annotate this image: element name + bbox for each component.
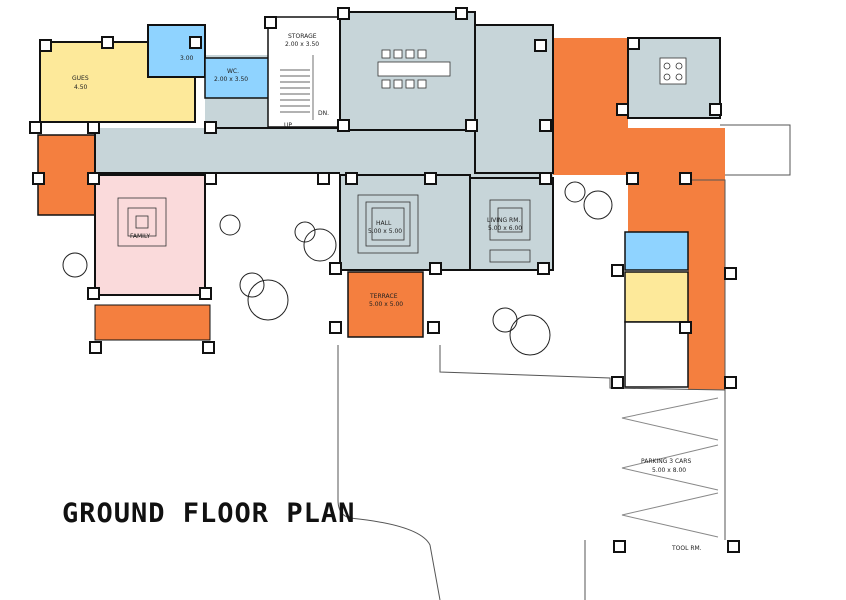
family-deck	[94, 304, 211, 341]
living-name: LIVING RM.	[487, 217, 520, 224]
parking-size: 5.00 x 8.00	[652, 467, 686, 474]
storage-size: 2.00 x 3.50	[285, 41, 319, 48]
guest-room-name: GUES	[72, 75, 89, 82]
wc-room	[204, 57, 274, 99]
bath-size: 3.00	[180, 55, 194, 62]
stairs-up: UP	[284, 122, 292, 129]
site-lines	[337, 124, 791, 600]
wc-size: 2.00 x 3.50	[214, 76, 248, 83]
hall-size: 5.00 x 5.00	[368, 228, 402, 235]
bath-room	[147, 24, 206, 78]
east-orange-corridor	[553, 128, 725, 175]
parking-triangles	[621, 397, 719, 538]
living-furniture	[489, 199, 531, 263]
family-rug	[117, 197, 167, 247]
wc-name: WC.	[227, 68, 239, 75]
columns	[29, 7, 740, 553]
guest-room-size: 4.50	[74, 84, 88, 91]
tool-room-name: TOOL RM.	[671, 545, 702, 552]
trees	[62, 181, 613, 356]
storage-room	[267, 16, 341, 128]
parking-name: PARKING 3 CARS	[641, 458, 691, 465]
family-room	[94, 174, 206, 296]
terrace-name: TERRACE	[369, 293, 398, 300]
maid-bath	[624, 231, 689, 271]
walls	[94, 11, 721, 271]
family-room-name: FAMILY	[130, 233, 150, 240]
plan-title: GROUND FLOOR PLAN	[62, 498, 355, 529]
terrace	[347, 271, 424, 338]
hall-rug	[357, 194, 419, 254]
terrace-size: 5.00 x 5.00	[369, 301, 403, 308]
dining-table	[377, 49, 451, 89]
laundry-room	[624, 321, 689, 388]
kitchen-island	[659, 57, 687, 85]
left-orange-wall	[37, 134, 96, 216]
stairs	[280, 55, 314, 120]
hall-name: HALL	[376, 220, 392, 227]
storage-name: STORAGE	[288, 33, 317, 40]
stairs-dn: DN.	[318, 110, 329, 117]
service-orange-strip	[688, 175, 725, 390]
living-size: 5.00 x 6.00	[488, 225, 522, 232]
